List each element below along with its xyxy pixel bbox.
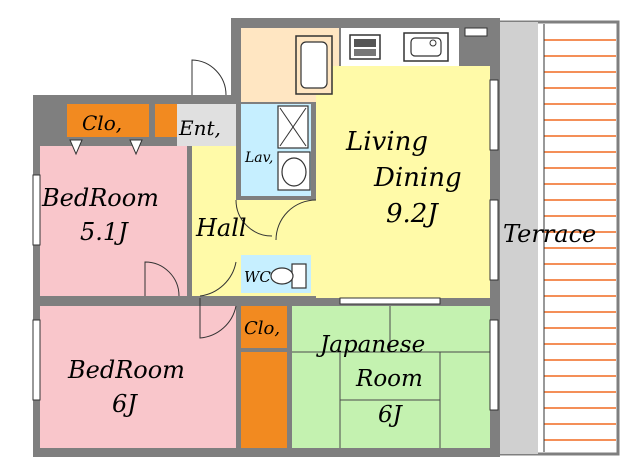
bedroom-6-fill	[40, 306, 236, 448]
living-size: 9.2J	[386, 199, 439, 229]
closet-bottom-fill	[241, 306, 287, 348]
entrance-label: Ent,	[178, 116, 221, 140]
toilet-icon	[270, 263, 307, 289]
closet-bottom-tall-fill	[241, 352, 287, 448]
dining-label: Dining	[373, 163, 462, 193]
tatami-lines	[292, 306, 490, 448]
bedroom-5-1-name: BedRoom	[41, 184, 159, 212]
bedroom-5-1-fill	[40, 146, 187, 296]
japanese-label: Japanese	[316, 332, 425, 358]
door-swings	[144, 59, 317, 339]
windows	[32, 27, 499, 411]
terrace-slats	[543, 24, 616, 452]
stove-icon	[349, 34, 381, 60]
sink-icon	[403, 32, 449, 62]
hall-label: Hall	[195, 214, 247, 242]
entrance-fill	[177, 104, 236, 146]
closet-bottom-label: Clo,	[244, 318, 280, 339]
bathtub-icon	[295, 35, 333, 95]
closet-top-fill	[67, 104, 149, 137]
closet-door-marks	[69, 139, 143, 156]
bedroom-5-1-size: 5.1J	[80, 218, 129, 246]
bedroom-6-name: BedRoom	[67, 356, 185, 384]
living-dining-fill	[316, 66, 490, 298]
japanese-room-fill	[292, 306, 490, 448]
bedroom-6-size: 6J	[112, 390, 138, 418]
japanese-size: 6J	[378, 402, 404, 428]
terrace-label: Terrace	[503, 220, 596, 248]
hall-fill	[192, 146, 236, 296]
wc-label: WC	[244, 268, 271, 286]
washbasin-icon	[277, 105, 311, 191]
terrace-edge-strip	[500, 22, 538, 454]
storage-small-fill	[155, 104, 177, 137]
closet-top-label: Clo,	[82, 111, 122, 135]
room-label: Room	[355, 366, 423, 392]
living-label: Living	[345, 127, 428, 157]
lavatory-label: Lav,	[244, 150, 273, 166]
